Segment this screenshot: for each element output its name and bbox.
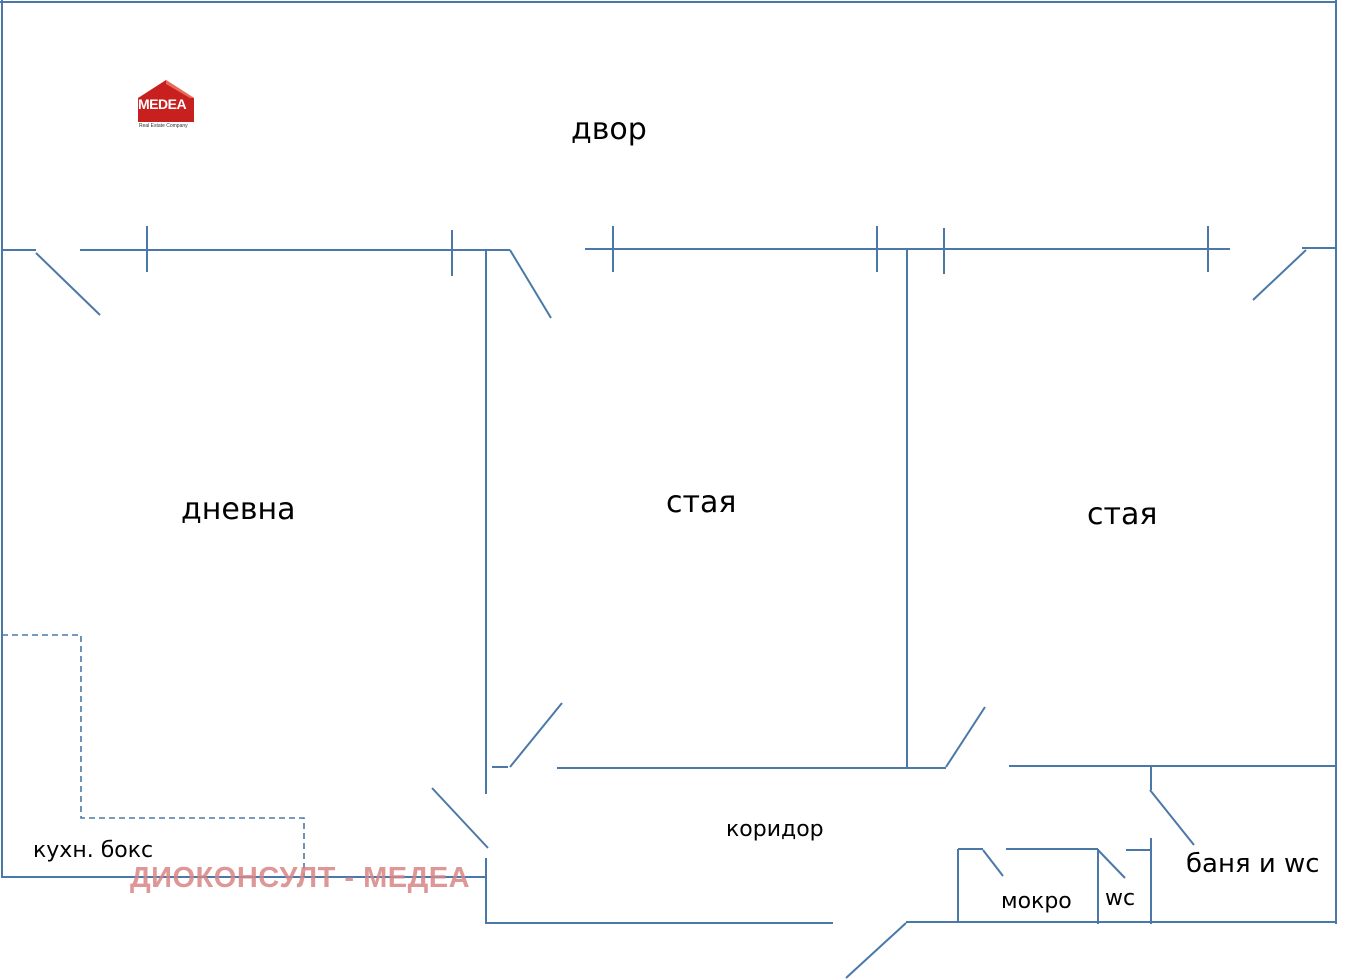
room-label-kitchen: кухн. бокс [33, 838, 154, 863]
top-wall [2, 226, 1336, 276]
room-label-yard: двор [571, 112, 647, 147]
room-label-corridor: коридор [726, 817, 824, 842]
watermark-text: ДИОКОНСУЛТ - МЕДЕА [130, 862, 471, 894]
outer-walls [0, 0, 1337, 924]
interior-walls [485, 250, 1336, 924]
room-label-room2: стая [1087, 497, 1158, 532]
logo-wordmark: MEDEA [138, 96, 187, 112]
room-label-wet: мокро [1001, 889, 1072, 914]
kitchen-box-outline [2, 634, 305, 876]
room-label-bath: баня и wc [1186, 849, 1320, 879]
room-label-living: дневна [181, 492, 296, 527]
medea-logo: MEDEA Real Estate Company [134, 78, 198, 132]
logo-subtitle: Real Estate Company [139, 123, 188, 129]
door-swings [35, 249, 1307, 979]
room-label-room1: стая [666, 485, 737, 520]
room-label-wc: wc [1105, 886, 1136, 911]
house-roof-icon [138, 80, 194, 127]
